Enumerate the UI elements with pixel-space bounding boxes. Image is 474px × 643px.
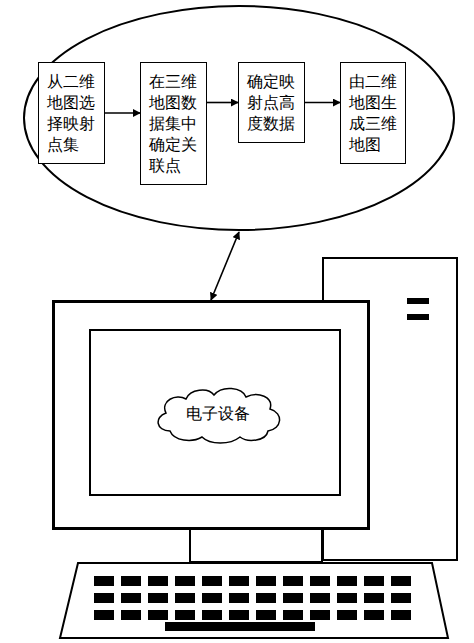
arrow-connector <box>305 102 340 104</box>
process-box: 在三维地图数据集中确定关联点 <box>140 62 207 185</box>
monitor: 电子设备 <box>52 300 370 530</box>
node-text: 从二维地图选择映射点集 <box>47 71 97 155</box>
process-box: 从二维地图选择映射点集 <box>38 62 105 164</box>
node-text: 电子设备 <box>186 404 250 425</box>
process-group-ellipse: 从二维地图选择映射点集 在三维地图数据集中确定关联点确定映射点高度数据 由二维地图生… <box>22 4 456 232</box>
node-text: 在三维地图数据集中确定关联点 <box>149 71 199 176</box>
arrow-connector <box>211 232 239 300</box>
arrow-connector <box>105 112 140 114</box>
node-text: 由二维地图生成三维地图 <box>349 71 398 155</box>
process-box: 由二维地图生成三维地图 <box>340 62 406 164</box>
process-box: 确定映射点高度数据 <box>238 62 305 143</box>
arrow-connector <box>207 102 238 104</box>
node-text: 确定映射点高度数据 <box>247 71 297 134</box>
cloud-label: 电子设备 <box>150 383 286 445</box>
